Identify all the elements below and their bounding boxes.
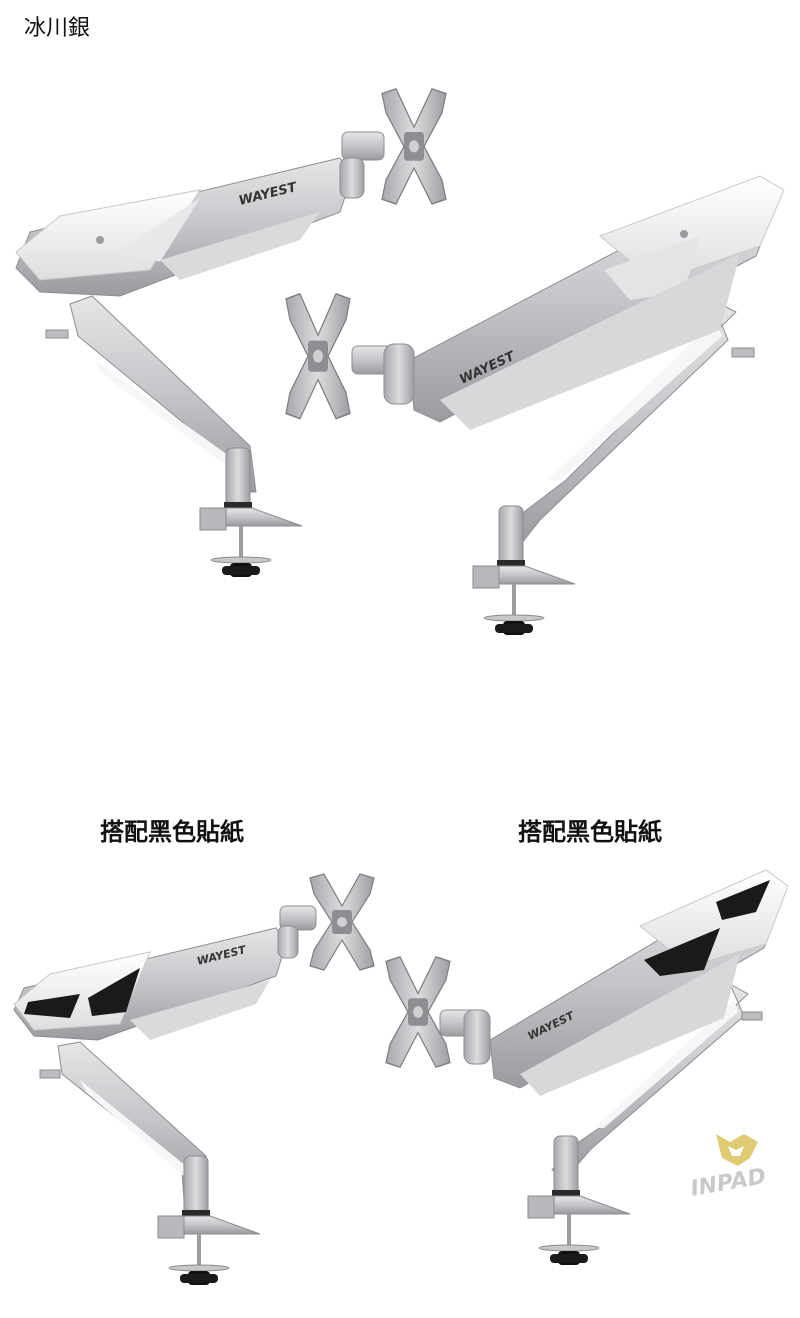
caption-black-sticker-left: 搭配黑色貼紙	[100, 818, 244, 846]
monitor-arm-bottom-left: WAYEST	[13, 873, 375, 1286]
caption-black-sticker-right: 搭配黑色貼紙	[518, 818, 662, 846]
black-sticker	[716, 880, 770, 920]
monitor-arm-bottom-right: WAYEST	[385, 869, 789, 1266]
monitor-arm-top-left: WAYEST	[15, 88, 447, 578]
color-name-label: 冰川銀	[24, 16, 91, 41]
black-sticker	[644, 928, 720, 976]
monitor-arm-top-right: WAYEST	[285, 175, 785, 636]
black-sticker	[88, 968, 140, 1016]
watermark-text: INPAD	[689, 1164, 768, 1202]
watermark-logo	[716, 1134, 758, 1166]
black-sticker	[24, 994, 80, 1018]
